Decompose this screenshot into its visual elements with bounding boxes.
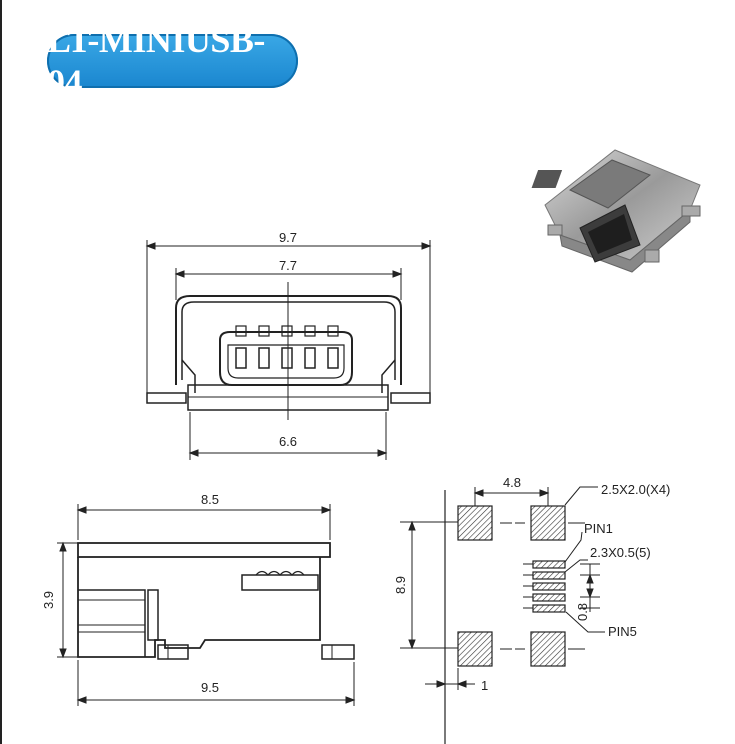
dim-overall-width: 9.7 <box>279 230 297 245</box>
dim-offset: 1 <box>481 678 488 693</box>
side-view <box>57 504 356 706</box>
dim-length-bottom: 9.5 <box>201 680 219 695</box>
dim-height: 3.9 <box>41 591 56 609</box>
title-badge: LT-MINIUSB-04 <box>47 20 298 102</box>
dim-pitch: 0.8 <box>575 603 590 621</box>
dim-shell-width: 7.7 <box>279 258 297 273</box>
front-view <box>145 240 432 460</box>
dim-base-width: 6.6 <box>279 434 297 449</box>
dim-overall-height: 8.9 <box>393 576 408 594</box>
label-signal-pad-size: 2.3X0.5(5) <box>590 545 651 560</box>
page-border <box>0 0 2 744</box>
footprint-view <box>400 486 605 744</box>
label-mount-pad-size: 2.5X2.0(X4) <box>601 482 670 497</box>
dim-pad-spacing: 4.8 <box>503 475 521 490</box>
product-title: LT-MINIUSB-04 <box>47 20 265 102</box>
label-pin5: PIN5 <box>608 624 637 639</box>
product-photo <box>531 149 701 273</box>
dim-length-top: 8.5 <box>201 492 219 507</box>
label-pin1: PIN1 <box>584 521 613 536</box>
